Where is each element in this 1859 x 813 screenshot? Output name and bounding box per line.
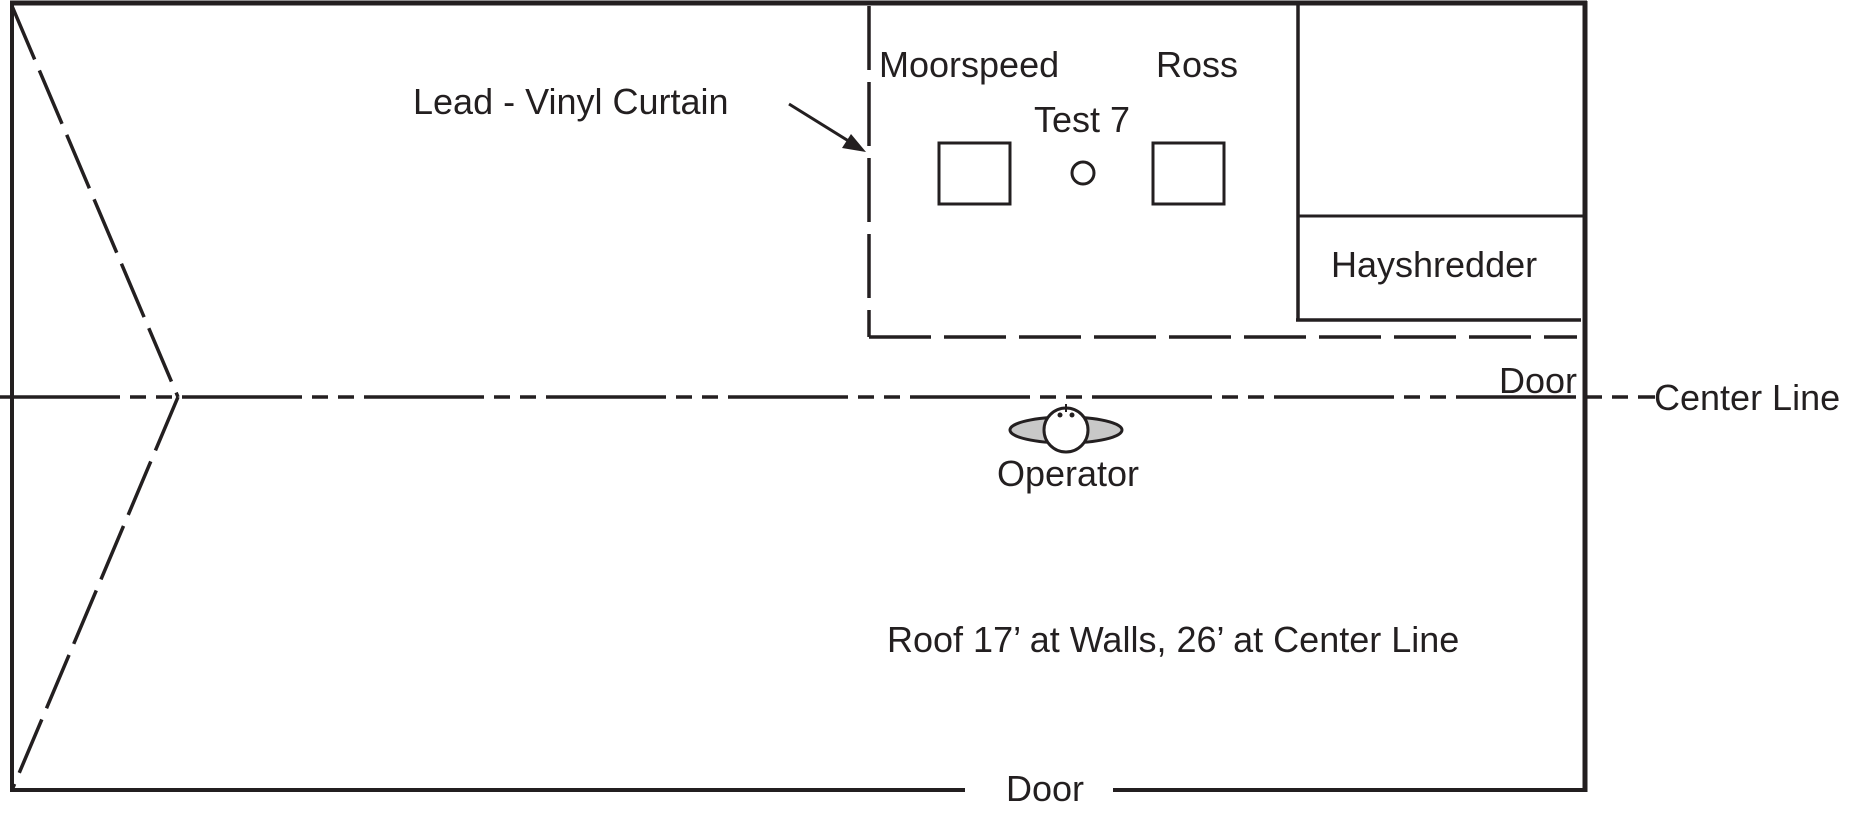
roof-line-upper	[10, 5, 180, 398]
hayshredder-label: Hayshredder	[1331, 244, 1537, 285]
bottom-door-label: Door	[1006, 768, 1084, 809]
arrow-head-icon	[842, 134, 866, 152]
curtain-label: Lead - Vinyl Curtain	[413, 81, 729, 122]
center-line-label: Center Line	[1654, 377, 1840, 418]
moorspeed-label: Moorspeed	[879, 44, 1059, 85]
test-point-marker	[1070, 160, 1096, 186]
moorspeed-machine	[937, 141, 1012, 206]
operator-figure	[1008, 404, 1124, 454]
side-door-label: Door	[1499, 360, 1577, 401]
curtain-arrow	[788, 102, 856, 147]
operator-head	[1042, 406, 1090, 454]
roof-line-lower	[10, 396, 180, 791]
roof-note: Roof 17’ at Walls, 26’ at Center Line	[887, 619, 1459, 660]
operator-eye-right	[1069, 412, 1075, 418]
operator-eye-left	[1057, 412, 1063, 418]
ross-label: Ross	[1156, 44, 1238, 85]
ross-machine	[1151, 141, 1226, 206]
operator-label: Operator	[997, 453, 1139, 494]
test-point-label: Test 7	[1034, 99, 1130, 140]
